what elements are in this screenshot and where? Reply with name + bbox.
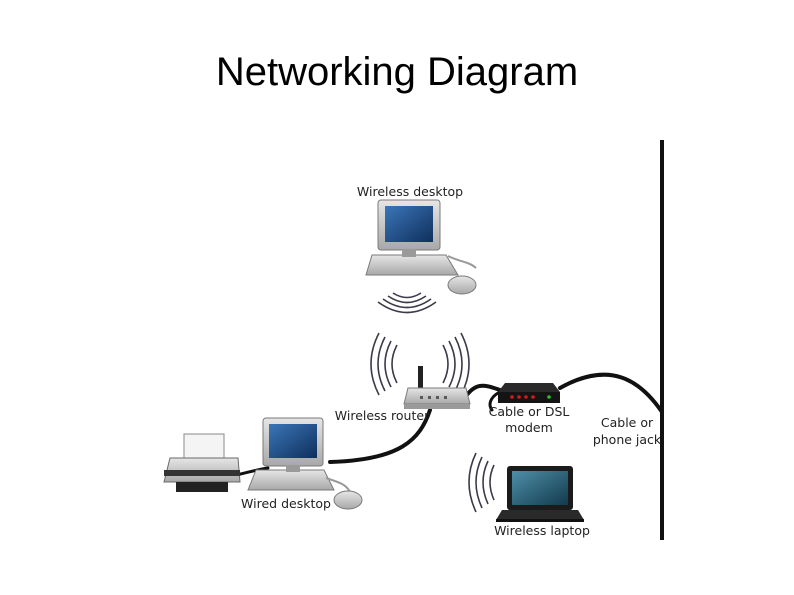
desktop-computer-icon (247, 417, 363, 510)
label-wireless-laptop: Wireless laptop (494, 523, 590, 538)
desktop-computer-icon (365, 199, 477, 295)
wireless-router-icon (403, 366, 471, 409)
wireless-signal-icon (468, 452, 495, 513)
cable-modem-to-jack (558, 372, 664, 414)
label-wireless-router: Wireless router (335, 408, 430, 423)
laptop-icon (496, 466, 584, 522)
cable-router-to-wired-desktop (328, 408, 432, 464)
printer-icon (163, 433, 241, 492)
label-wireless-desktop: Wireless desktop (357, 184, 463, 199)
modem-icon (498, 383, 560, 403)
page-title: Networking Diagram (215, 50, 579, 94)
label-modem-line2: modem (505, 420, 553, 435)
label-wired-desktop: Wired desktop (241, 496, 331, 511)
wireless-signal-icon (370, 332, 470, 396)
label-modem-line1: Cable or DSL (489, 404, 570, 419)
wireless-signal-icon (377, 292, 437, 314)
label-jack-line1: Cable or (601, 415, 654, 430)
label-jack-line2: phone jack (593, 432, 662, 447)
cable-modem-cord (488, 391, 500, 412)
